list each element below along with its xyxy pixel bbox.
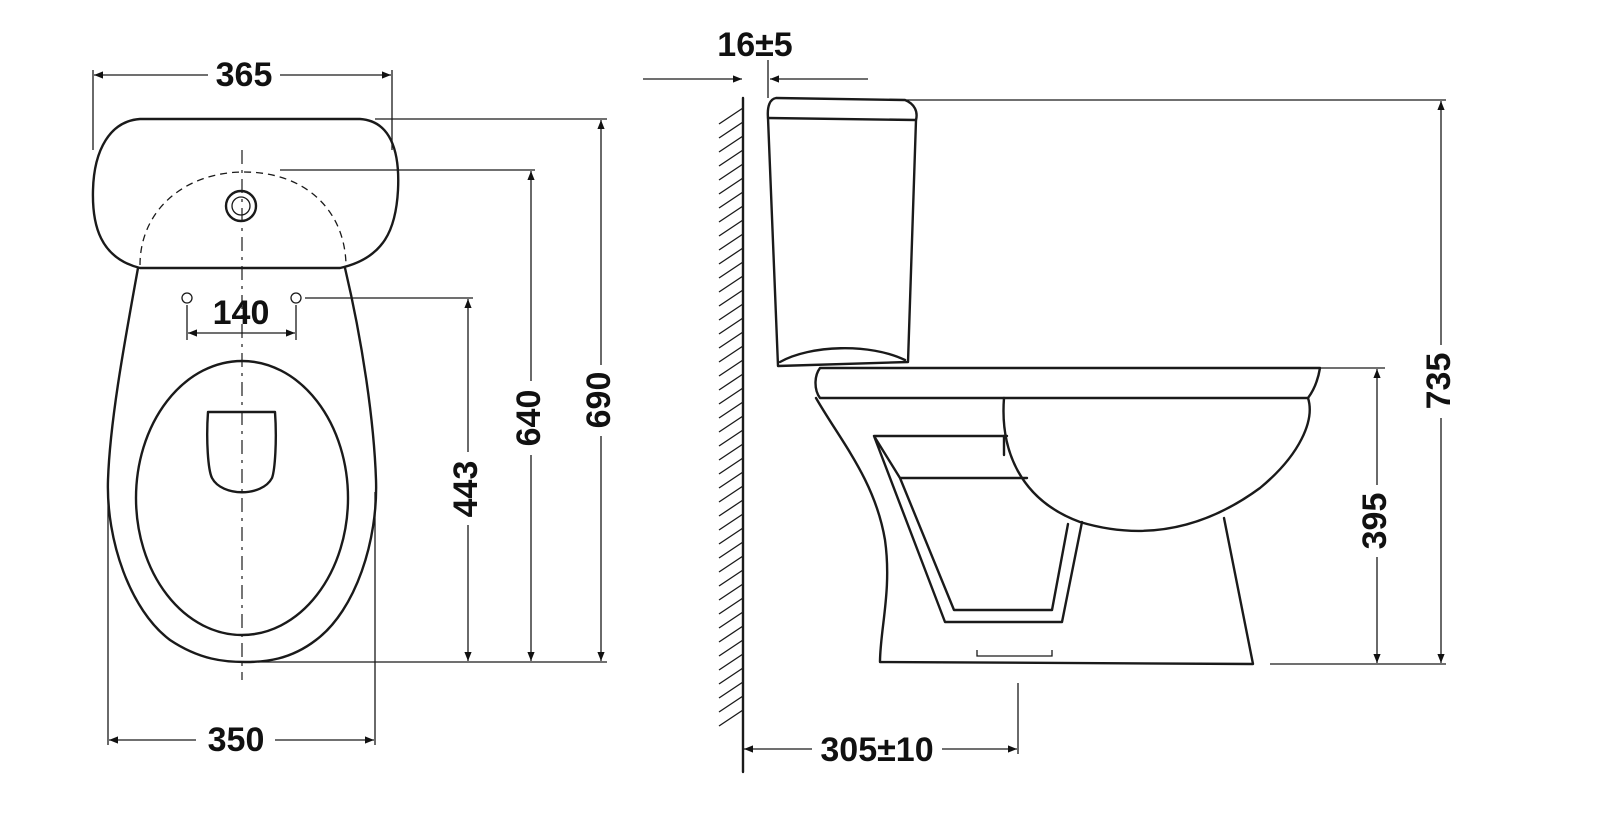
wall-hatch-line <box>718 653 744 671</box>
tank-top-outline <box>91 117 400 270</box>
wall-hatch-line <box>718 205 744 223</box>
wall-hatch-line <box>718 513 744 531</box>
dim-seat-height: 395 <box>1356 493 1394 550</box>
dim-height-outlet: 640 <box>510 390 548 447</box>
dim-overall-depth: 690 <box>580 372 618 429</box>
wall-hatch-line <box>718 415 744 433</box>
wall-hatch-line <box>718 471 744 489</box>
wall-hatch-line <box>718 359 744 377</box>
bowl-opening <box>206 410 277 494</box>
wall-hatch-line <box>718 611 744 629</box>
wall-hatch-line <box>718 135 744 153</box>
dim-rough-in: 305±10 <box>820 731 933 769</box>
dim-overall-height: 735 <box>1420 353 1458 410</box>
wall-hatch-line <box>718 401 744 419</box>
wall-hatch-line <box>718 331 744 349</box>
wall-hatch-line <box>718 667 744 685</box>
dim-wall-gap: 16±5 <box>717 26 792 64</box>
wall-hatch-line <box>718 233 744 251</box>
dim-width-bottom: 350 <box>208 721 265 759</box>
wall-hatch-line <box>718 527 744 545</box>
wall-hatch-line <box>718 247 744 265</box>
wall-hatch-line <box>718 191 744 209</box>
outlet-hidden <box>976 650 1053 657</box>
tank-hidden-line <box>139 171 347 266</box>
wall-hatch-line <box>718 107 744 125</box>
wall-hatch-line <box>718 555 744 573</box>
flush-button-inner <box>231 196 251 216</box>
dim-width-top: 365 <box>216 56 273 94</box>
wall-hatch-line <box>718 597 744 615</box>
wall-hatch-line <box>718 639 744 657</box>
wall-hatch-line <box>718 569 744 587</box>
flush-button-outer <box>224 189 258 223</box>
side-view: 16±5 735 395 305±10 <box>643 26 1458 774</box>
wall-hatch-line <box>718 443 744 461</box>
bowl-side-outline <box>1002 396 1311 533</box>
wall-hatch-line <box>718 317 744 335</box>
wall-hatch-line <box>718 457 744 475</box>
wall-hatch-line <box>718 303 744 321</box>
wall-hatch-line <box>718 695 744 713</box>
pedestal-outline <box>814 396 1255 666</box>
wall-hatch-line <box>718 163 744 181</box>
wall-hatch-line <box>718 121 744 139</box>
wall-hatch-line <box>718 499 744 517</box>
trapway-outline <box>872 434 1084 624</box>
bowl-body-outline <box>106 266 378 664</box>
wall-hatch-line <box>718 485 744 503</box>
wall-hatch-line <box>718 625 744 643</box>
wall-hatch-line <box>718 709 744 727</box>
hinge-hole-right <box>290 292 302 304</box>
hinge-hole-left <box>181 292 193 304</box>
wall-hatch-line <box>718 177 744 195</box>
wall-hatch-line <box>718 289 744 307</box>
wall-hatch-line <box>718 429 744 447</box>
wall-hatching <box>718 107 744 727</box>
front-view: 365 140 443 640 690 350 <box>91 56 618 759</box>
wall-hatch-line <box>718 275 744 293</box>
wall-hatch-line <box>718 149 744 167</box>
seat-outline <box>134 359 350 637</box>
cistern-outline <box>766 96 918 368</box>
wall-hatch-line <box>718 387 744 405</box>
wall-hatch-line <box>718 583 744 601</box>
wall-hatch-line <box>718 541 744 559</box>
wall-hatch-line <box>718 219 744 237</box>
wall-hatch-line <box>718 261 744 279</box>
wall-hatch-line <box>718 345 744 363</box>
wall-hatch-line <box>718 681 744 699</box>
dim-hole-spacing: 140 <box>213 294 270 332</box>
wall-hatch-line <box>718 373 744 391</box>
seat-rim-outline <box>814 366 1322 400</box>
dim-height-holes: 443 <box>447 461 485 518</box>
